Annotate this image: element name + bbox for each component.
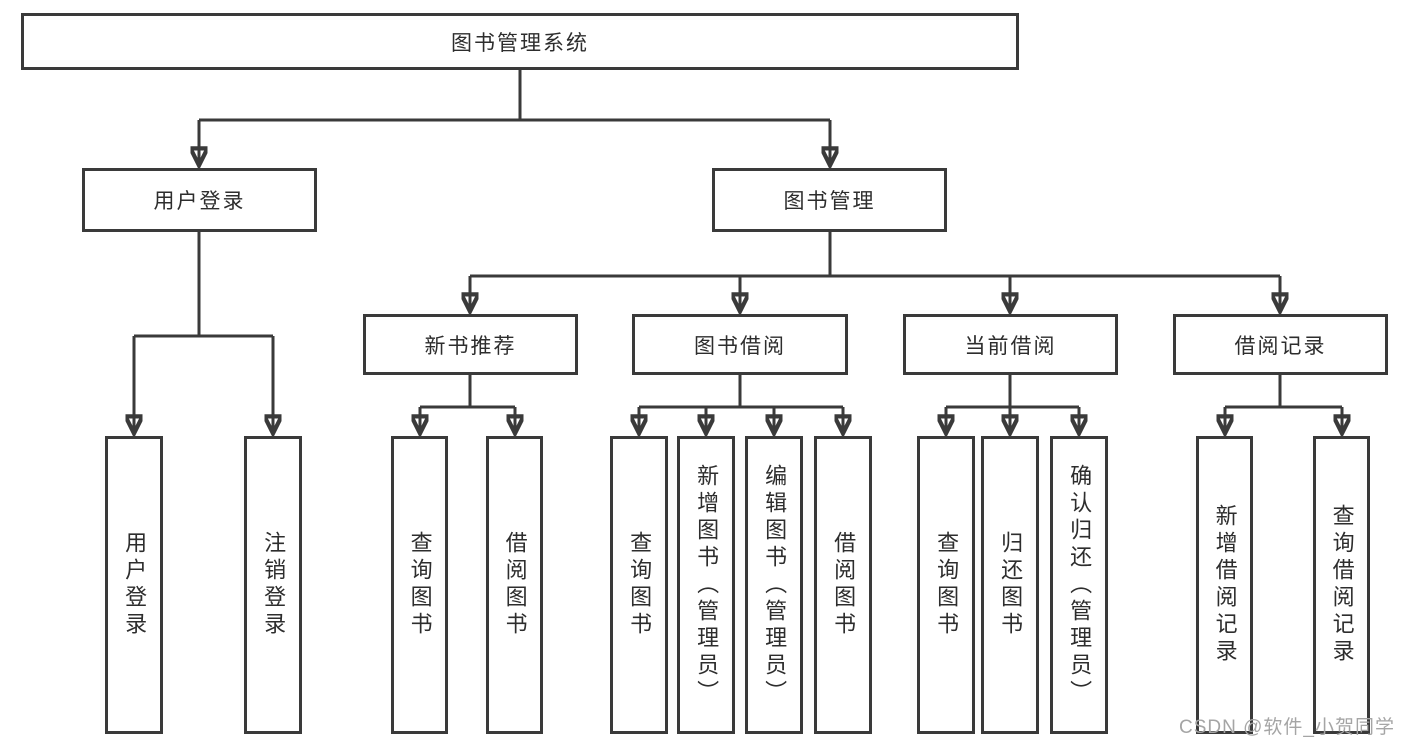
node-borrowing-records-label: 借阅记录 (1234, 334, 1327, 358)
leaf-query-books-2-label: 查询图书 (627, 531, 653, 639)
node-book-borrowing: 图书借阅 (632, 314, 848, 375)
node-current-borrowing-label: 当前借阅 (964, 334, 1057, 358)
leaf-user-login-label: 用户登录 (122, 531, 148, 639)
node-book-borrowing-label: 图书借阅 (694, 334, 786, 358)
leaf-add-book-admin: 新增图书（管理员） (677, 436, 735, 734)
leaf-borrow-books-2: 借阅图书 (814, 436, 872, 734)
leaf-return-books-label: 归还图书 (998, 531, 1024, 639)
leaf-query-books-2: 查询图书 (610, 436, 668, 734)
leaf-user-login: 用户登录 (105, 436, 163, 734)
node-root: 图书管理系统 (21, 13, 1019, 70)
leaf-query-borrow-record-label: 查询借阅记录 (1329, 504, 1355, 666)
node-new-book-recommendation: 新书推荐 (363, 314, 578, 375)
leaf-borrow-books-1-label: 借阅图书 (502, 531, 528, 639)
watermark: CSDN @软件_小贺同学 (1179, 717, 1395, 738)
leaf-add-borrow-record: 新增借阅记录 (1196, 436, 1253, 734)
leaf-query-books-3-label: 查询图书 (934, 531, 960, 639)
leaf-borrow-books-1: 借阅图书 (486, 436, 543, 734)
leaf-logout-label: 注销登录 (261, 531, 287, 639)
node-new-book-recommendation-label: 新书推荐 (424, 334, 517, 358)
node-borrowing-records: 借阅记录 (1173, 314, 1388, 375)
leaf-confirm-return-admin: 确认归还（管理员） (1050, 436, 1108, 734)
leaf-edit-book-admin: 编辑图书（管理员） (745, 436, 803, 734)
leaf-query-books-3: 查询图书 (917, 436, 975, 734)
node-user-login: 用户登录 (82, 168, 317, 232)
node-current-borrowing: 当前借阅 (903, 314, 1118, 375)
node-user-login-label: 用户登录 (153, 190, 246, 213)
node-book-management: 图书管理 (712, 168, 947, 232)
leaf-logout: 注销登录 (244, 436, 302, 734)
leaf-edit-book-admin-label: 编辑图书（管理员） (762, 463, 788, 707)
node-root-label: 图书管理系统 (451, 31, 589, 55)
leaf-confirm-return-admin-label: 确认归还（管理员） (1067, 463, 1093, 707)
leaf-query-books-1-label: 查询图书 (407, 531, 433, 639)
leaf-return-books: 归还图书 (981, 436, 1039, 734)
leaf-query-books-1: 查询图书 (391, 436, 448, 734)
leaf-query-borrow-record: 查询借阅记录 (1313, 436, 1370, 734)
leaf-add-borrow-record-label: 新增借阅记录 (1212, 504, 1238, 666)
leaf-add-book-admin-label: 新增图书（管理员） (694, 463, 720, 707)
node-book-management-label: 图书管理 (783, 190, 876, 213)
leaf-borrow-books-2-label: 借阅图书 (831, 531, 857, 639)
